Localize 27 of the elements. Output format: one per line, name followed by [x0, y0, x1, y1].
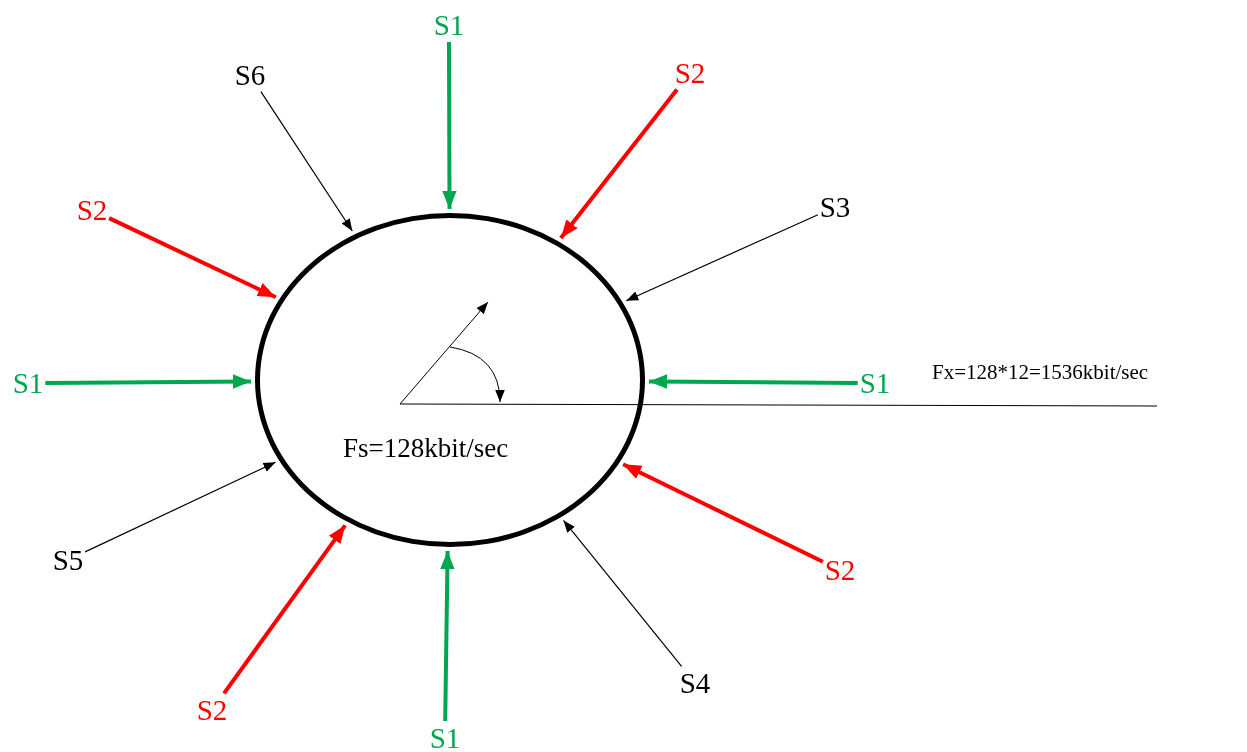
source-label: S1 [429, 723, 461, 752]
source-label: S6 [234, 60, 266, 90]
arrow [562, 519, 683, 667]
source-label: S2 [196, 695, 228, 725]
rate-label: Fx=128*12=1536kbit/sec [932, 360, 1149, 384]
source-label: S4 [679, 668, 711, 698]
source-label: S1 [433, 10, 465, 40]
source-label: S3 [819, 192, 851, 222]
arrow [260, 91, 353, 232]
circle [255, 213, 645, 547]
arrow [622, 462, 824, 564]
source-label: S2 [76, 195, 108, 225]
source-label: S1 [12, 368, 44, 398]
arrow [84, 461, 277, 553]
arrow [45, 374, 251, 389]
arrow [442, 42, 457, 209]
source-label: S2 [824, 555, 856, 585]
arrow [440, 550, 455, 722]
arrow [222, 524, 347, 695]
source-label: S2 [674, 58, 706, 88]
arrow [108, 216, 277, 300]
arrow [649, 374, 858, 389]
source-label: S5 [52, 545, 84, 575]
rate-label: Fs=128kbit/sec [343, 433, 509, 463]
source-label: S1 [859, 368, 891, 398]
arrow [559, 88, 679, 240]
arrow [625, 214, 819, 302]
